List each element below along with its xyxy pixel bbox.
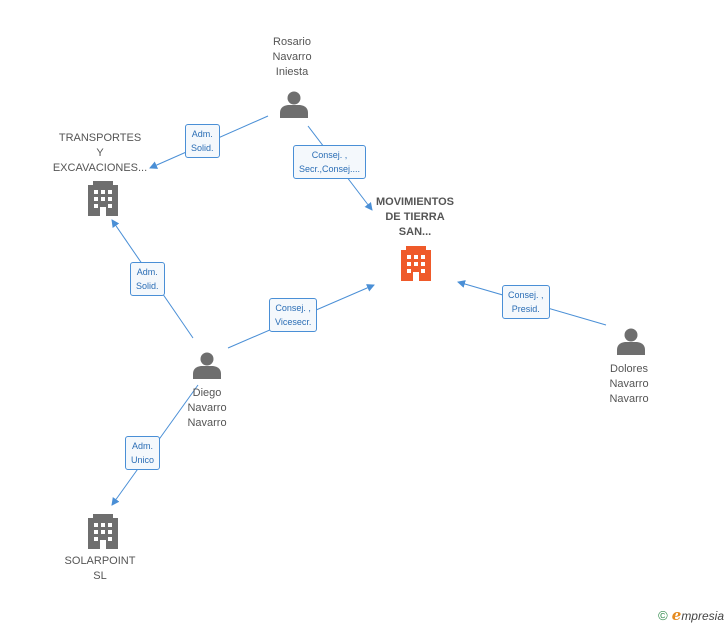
label-line: MOVIMIENTOS: [375, 196, 455, 208]
label-line: TRANSPORTES: [58, 132, 142, 144]
node-label-rosario[interactable]: Rosario Navarro Iniesta: [252, 35, 332, 80]
person-icon: [617, 328, 645, 355]
main-building-icon: [401, 246, 431, 281]
edge-label-rosario-transportes: Adm. Solid.: [185, 124, 220, 158]
building-icon: [88, 514, 118, 549]
edge-label-dolores-movimientos: Consej. , Presid.: [502, 285, 550, 319]
edge-label-line: Consej. ,: [311, 150, 348, 160]
edge-label-line: Adm.: [132, 441, 154, 451]
brand-name: mpresia: [681, 609, 724, 623]
label-line: SL: [93, 570, 107, 582]
edge-label-diego-transportes: Adm. Solid.: [130, 262, 165, 296]
edge-label-line: Secr.,Consej....: [299, 164, 361, 174]
label-line: DE TIERRA: [385, 211, 445, 223]
label-line: Y: [96, 147, 104, 159]
edge-label-line: Solid.: [191, 143, 214, 153]
label-line: Navarro: [187, 402, 227, 414]
edge-label-line: Solid.: [136, 281, 159, 291]
label-line: SAN...: [398, 226, 432, 238]
edge-label-line: Vicesecr.: [275, 317, 312, 327]
edge-label-line: Adm.: [191, 129, 213, 139]
label-line: EXCAVACIONES...: [52, 162, 148, 174]
person-icon: [280, 91, 308, 118]
label-line: Navarro: [272, 51, 312, 63]
node-label-solarpoint[interactable]: SOLARPOINT SL: [55, 554, 145, 584]
node-label-dolores[interactable]: Dolores Navarro Navarro: [589, 362, 669, 407]
node-label-movimientos[interactable]: MOVIMIENTOS DE TIERRA SAN...: [363, 195, 467, 240]
label-line: Dolores: [610, 363, 648, 375]
person-icon: [193, 352, 221, 379]
brand-initial: e: [671, 606, 682, 624]
edge-label-line: Presid.: [511, 304, 540, 314]
edge-label-line: Unico: [131, 455, 155, 465]
copyright-icon: ©: [658, 607, 668, 623]
node-label-transportes[interactable]: TRANSPORTES Y EXCAVACIONES...: [45, 131, 155, 176]
building-icon: [88, 181, 118, 216]
edge-label-diego-movimientos: Consej. , Vicesecr.: [269, 298, 318, 332]
node-label-diego[interactable]: Diego Navarro Navarro: [167, 386, 247, 431]
brand-footer: © empresia: [658, 606, 724, 624]
label-line: Rosario: [273, 36, 311, 48]
edge-label-line: Consej. ,: [275, 303, 311, 313]
edge-label-diego-solarpoint: Adm. Unico: [125, 436, 161, 470]
label-line: Navarro: [187, 417, 227, 429]
edge-label-rosario-movimientos: Consej. , Secr.,Consej....: [293, 145, 367, 179]
edge-label-line: Adm.: [136, 267, 158, 277]
label-line: Navarro: [609, 378, 649, 390]
label-line: Navarro: [609, 393, 649, 405]
brand-logo[interactable]: empresia: [672, 606, 724, 624]
label-line: Iniesta: [275, 66, 309, 78]
label-line: Diego: [192, 387, 222, 399]
edge-label-line: Consej. ,: [508, 290, 544, 300]
label-line: SOLARPOINT: [64, 555, 136, 567]
